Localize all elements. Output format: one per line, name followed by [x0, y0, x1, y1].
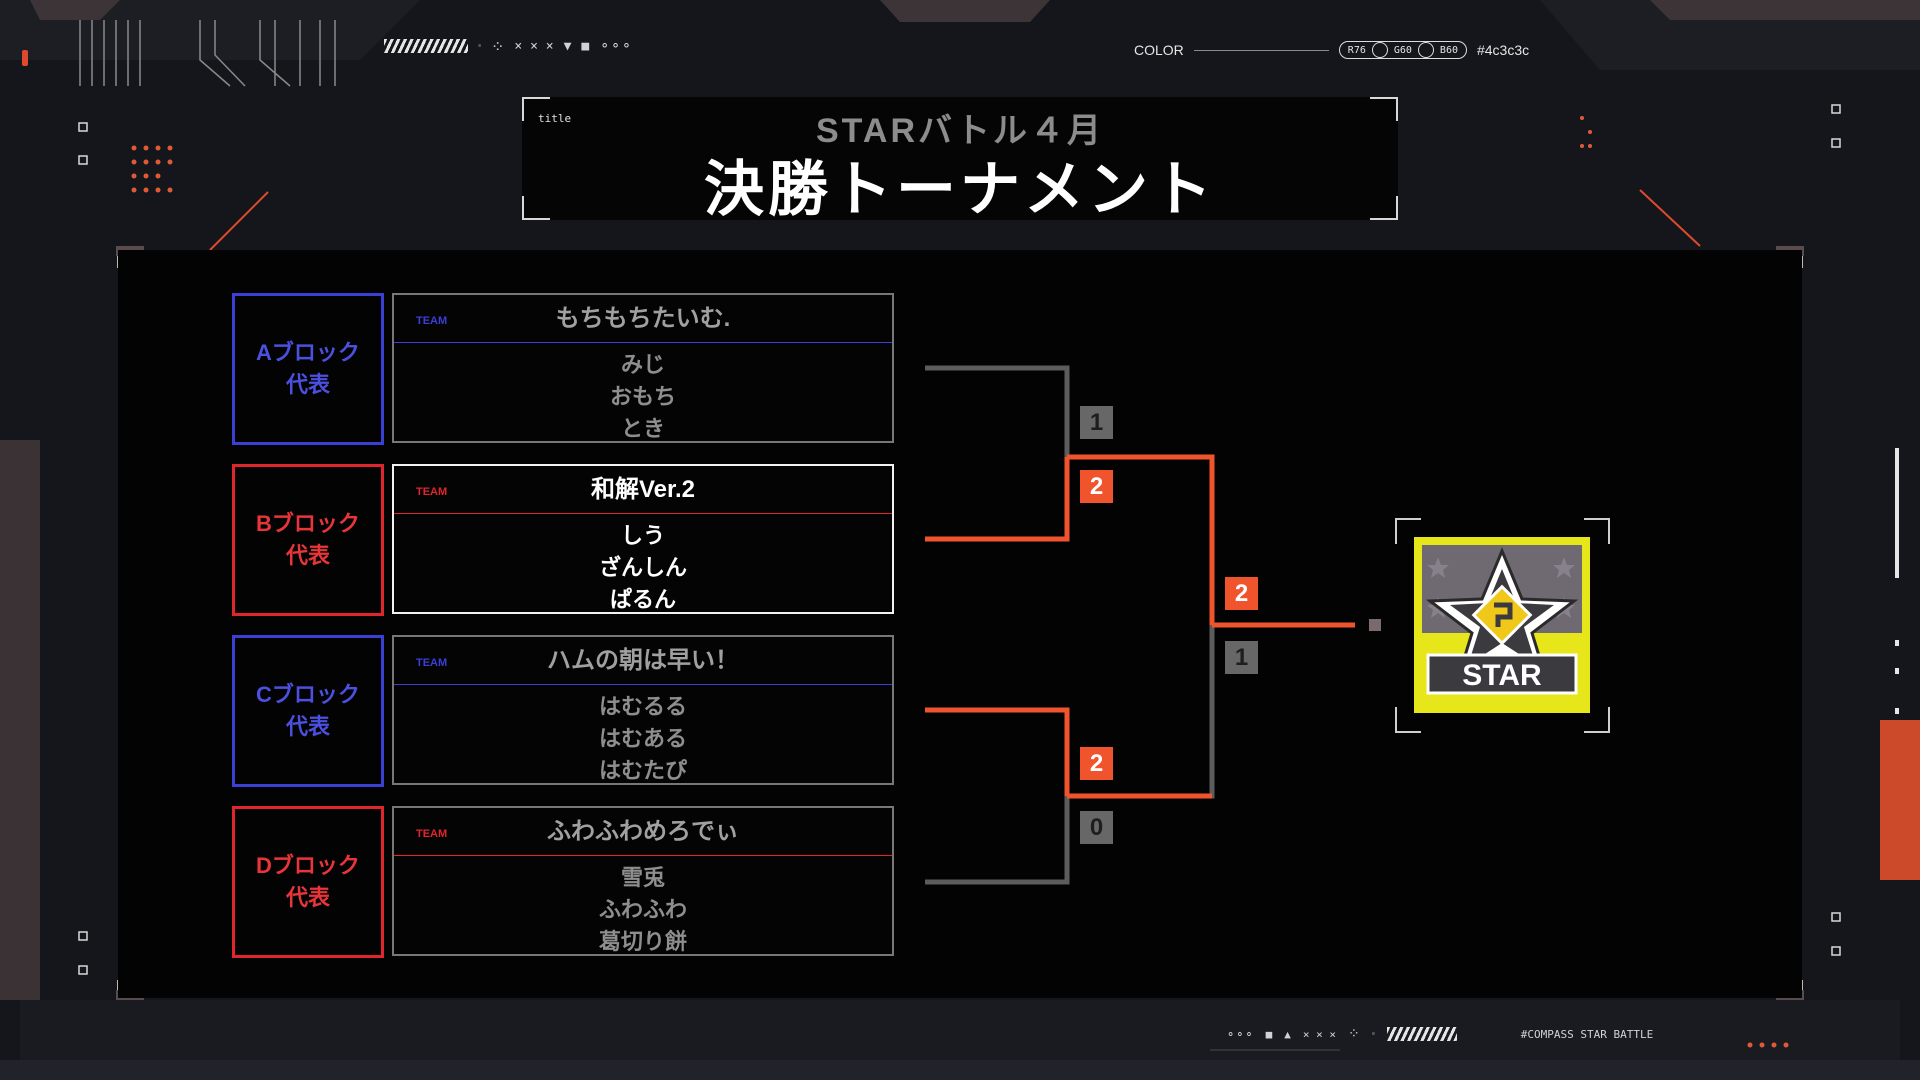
rgb-g: G60 — [1393, 44, 1412, 56]
trophy-text: STAR — [1462, 659, 1542, 692]
score-semi1-bottom: 2 — [1080, 470, 1113, 503]
event-subtitle: STARバトル４月 — [815, 112, 1105, 150]
title-box: title STARバトル４月 決勝トーナメント — [522, 97, 1398, 223]
team-name: ふわふわめろでぃ — [547, 818, 739, 845]
member: ぱるん — [609, 587, 676, 612]
circle-icon — [1371, 42, 1388, 58]
corner-bracket — [1370, 97, 1398, 121]
member: はむある — [598, 726, 687, 751]
tiny-text-decoration: ≡ — [478, 43, 482, 49]
top-decoration: ≡ ⁘ × × × ▼ ■ ⚬⚬⚬ — [384, 36, 632, 56]
team-tag: TEAM — [416, 657, 448, 669]
team-divider — [394, 855, 892, 856]
cross-symbols: × × × — [1302, 1027, 1337, 1041]
corner-bracket — [522, 196, 550, 220]
hex-value: #4c3c3c — [1476, 42, 1530, 58]
triangle-icon: ▲ — [1284, 1027, 1291, 1041]
member: はむたぴ — [598, 758, 687, 783]
team-card-b: TEAM 和解Ver.2 しう ざんしん ぱるん — [392, 464, 894, 614]
member: しう — [620, 523, 665, 548]
team-tag: TEAM — [416, 315, 448, 327]
block-name: Cブロック — [256, 682, 360, 707]
dots-icon: ⁘ — [491, 36, 505, 56]
score-semi2-top: 2 — [1080, 747, 1113, 780]
corner-bracket — [522, 97, 550, 121]
color-indicator: COLOR R76 G60 B60 #4c3c3c — [1134, 41, 1529, 59]
footer-bar: ⚬⚬⚬ ■ ▲ × × × ⁘ ≡ #COMPASS STAR BATTLE — [1226, 1026, 1653, 1042]
tiny-text-decoration: ≡ — [1371, 1031, 1375, 1037]
score-semi2-bottom: 0 — [1080, 811, 1113, 844]
hashtag: #COMPASS STAR BATTLE — [1520, 1027, 1654, 1041]
corner-bracket — [1370, 196, 1398, 220]
block-name: Aブロック — [256, 340, 360, 365]
team-card-d: TEAM ふわふわめろでぃ 雪兎 ふわふわ 葛切り餅 — [392, 806, 894, 956]
member: ざんしん — [598, 555, 687, 580]
title-tag: title — [538, 112, 572, 125]
corner-bracket — [1395, 707, 1421, 733]
corner-bracket — [1584, 518, 1610, 544]
team-name: ハムの朝は早い！ — [547, 647, 739, 674]
square-icon: ■ — [581, 38, 590, 54]
block-a-label: Aブロック 代表 — [232, 293, 384, 445]
score-final-top: 2 — [1225, 577, 1258, 610]
block-b-label: Bブロック 代表 — [232, 464, 384, 616]
block-sub: 代表 — [285, 714, 330, 739]
member-list: しう ざんしん ぱるん — [394, 520, 892, 616]
member: とき — [620, 416, 665, 441]
rgb-r: R76 — [1347, 44, 1366, 56]
member: 葛切り餅 — [598, 929, 687, 954]
color-label: COLOR — [1134, 42, 1184, 58]
team-tag: TEAM — [416, 486, 448, 498]
square-icon: ■ — [1265, 1027, 1273, 1041]
member-list: 雪兎 ふわふわ 葛切り餅 — [394, 862, 892, 958]
member: みじ — [620, 352, 665, 377]
team-divider — [394, 342, 892, 343]
score-semi1-top: 1 — [1080, 406, 1113, 439]
block-c-label: Cブロック 代表 — [232, 635, 384, 787]
hatch-decoration — [384, 39, 468, 53]
member: ふわふわ — [598, 897, 687, 922]
dots-icon: ⁘ — [1348, 1026, 1360, 1042]
member-list: みじ おもち とき — [394, 349, 892, 445]
team-card-c: TEAM ハムの朝は早い！ はむるる はむある はむたぴ — [392, 635, 894, 785]
page-title: 決勝トーナメント — [704, 156, 1216, 223]
block-name: Dブロック — [256, 853, 360, 878]
score-final-bottom: 1 — [1225, 641, 1258, 674]
team-divider — [394, 684, 892, 685]
triangle-icon: ▼ — [563, 38, 572, 54]
team-divider — [394, 513, 892, 514]
hatch-decoration — [1386, 1027, 1457, 1041]
team-name: 和解Ver.2 — [590, 476, 696, 503]
member: おもち — [609, 384, 676, 409]
block-name: Bブロック — [256, 511, 360, 536]
member: はむるる — [598, 694, 687, 719]
cross-symbols: × × × — [514, 38, 554, 54]
corner-bracket — [1584, 707, 1610, 733]
circle-icon — [1417, 42, 1434, 58]
block-sub: 代表 — [285, 372, 330, 397]
block-sub: 代表 — [285, 885, 330, 910]
rgb-pill: R76 G60 B60 — [1338, 41, 1467, 59]
color-divider — [1193, 49, 1329, 51]
team-card-a: TEAM もちもちたいむ. みじ おもち とき — [392, 293, 894, 443]
network-icon: ⚬⚬⚬ — [1226, 1027, 1254, 1041]
member-list: はむるる はむある はむたぴ — [394, 691, 892, 787]
star-trophy-icon: STAR — [1414, 537, 1590, 713]
member: 雪兎 — [620, 865, 665, 890]
team-tag: TEAM — [416, 828, 448, 840]
block-sub: 代表 — [285, 543, 330, 568]
team-name: もちもちたいむ. — [555, 305, 731, 332]
rgb-b: B60 — [1439, 44, 1458, 56]
network-icon: ⚬⚬⚬ — [599, 38, 632, 54]
corner-bracket — [1395, 518, 1421, 544]
block-d-label: Dブロック 代表 — [232, 806, 384, 958]
